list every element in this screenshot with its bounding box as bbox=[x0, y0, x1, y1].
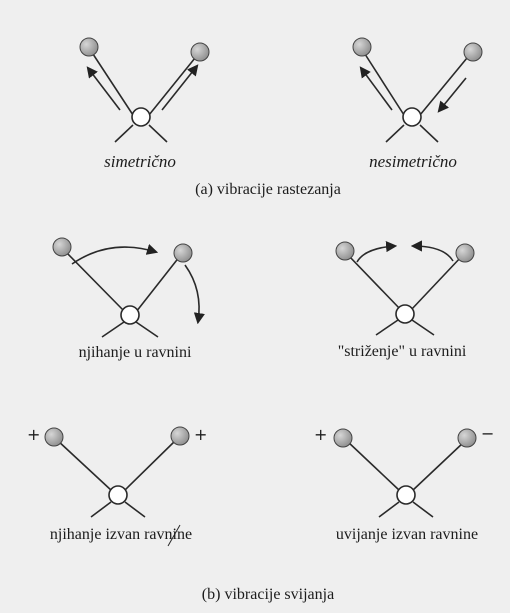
bending-caption: (b) vibracije svijanja bbox=[201, 586, 335, 603]
twist-right-sign: − bbox=[481, 424, 495, 443]
twisting-molecule bbox=[333, 428, 477, 518]
atom-right bbox=[173, 243, 193, 263]
twisting-label: uvijanje izvan ravnine bbox=[335, 526, 479, 543]
arrow-in-right bbox=[437, 77, 467, 113]
arrow-scissor-left bbox=[356, 241, 398, 263]
rocking-label: njihanje u ravnini bbox=[78, 344, 192, 361]
atom-left bbox=[335, 241, 355, 261]
atom-right bbox=[170, 426, 190, 446]
atom-right bbox=[463, 42, 483, 62]
atom-left bbox=[333, 428, 353, 448]
atom-left bbox=[79, 37, 99, 57]
scissoring-label: "striženje" u ravnini bbox=[337, 343, 467, 360]
arrow-rock-right bbox=[184, 264, 205, 325]
symmetric-stretch-molecule bbox=[79, 37, 210, 143]
atom-left bbox=[44, 427, 64, 447]
atom-right bbox=[457, 428, 477, 448]
symmetric-label: simetrično bbox=[104, 152, 176, 171]
arrow-up-left bbox=[86, 66, 121, 111]
asymmetric-label: nesimetrično bbox=[369, 152, 457, 171]
stretching-caption: (a) vibracije rastezanja bbox=[195, 181, 341, 198]
wag-left-sign: + bbox=[27, 425, 41, 444]
arrow-out-left bbox=[359, 66, 393, 111]
atom-right bbox=[190, 42, 210, 62]
atom-right bbox=[455, 243, 475, 263]
atom-left bbox=[352, 37, 372, 57]
pen-mark bbox=[167, 524, 181, 547]
arrow-scissor-right bbox=[410, 240, 454, 262]
atom-left bbox=[52, 237, 72, 257]
wag-right-sign: + bbox=[194, 425, 208, 444]
wagging-molecule bbox=[44, 426, 190, 547]
arrow-rock-top bbox=[71, 244, 159, 265]
twist-left-sign: + bbox=[314, 425, 328, 444]
rocking-molecule bbox=[52, 237, 205, 338]
scissoring-molecule bbox=[335, 240, 475, 336]
wagging-label: njihanje izvan ravnine bbox=[49, 526, 193, 543]
arrow-up-right bbox=[161, 64, 199, 111]
asymmetric-stretch-molecule bbox=[352, 37, 483, 143]
